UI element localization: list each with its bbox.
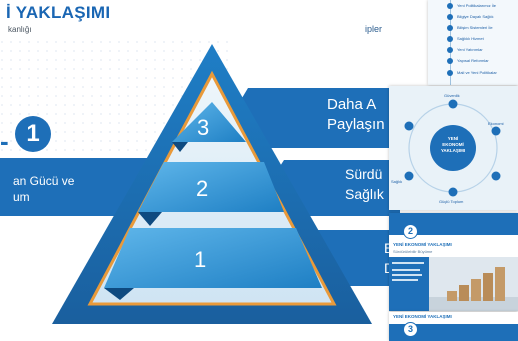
circle-center-line: YENİ	[447, 136, 459, 141]
thumbnail-circle-slide[interactable]: YENİ EKONOMİ YAKLAŞIMI Güvenlik Ekonomi …	[389, 86, 518, 210]
circle-label: Sağlık	[391, 179, 403, 184]
timeline-line	[450, 0, 451, 85]
slide3-number: 3	[403, 322, 418, 337]
circle-center-line: EKONOMİ	[442, 142, 464, 147]
slide2-text-line	[392, 262, 424, 264]
slide2-text-line	[392, 274, 422, 276]
list-item: Bilişim Sistemleri İle	[457, 25, 493, 30]
right-band-3-line-1: E	[384, 240, 393, 256]
slide2-title: YENİ EKONOMİ YAKLAŞIMI	[393, 242, 452, 247]
left-dash: -	[0, 126, 9, 156]
list-item: Bilgiye Dayalı Sağlık	[457, 14, 494, 19]
slide2-subtitle: Sürdürülebilir Büyüme	[393, 249, 433, 254]
thumbnail-slide-3[interactable]: YENİ EKONOMİ YAKLAŞIMI 3	[389, 312, 518, 341]
slide2-text-block	[389, 257, 429, 311]
list-dot	[447, 70, 453, 76]
pyramid-level-1-label: 1	[194, 247, 207, 272]
circle-label: Güçlü Toplum	[439, 199, 464, 204]
list-dot	[447, 3, 453, 9]
slide3-band	[389, 324, 518, 341]
list-item: Mali ve Yeni Politikalar	[457, 70, 497, 75]
list-dot	[447, 25, 453, 31]
right-band-2-line-1: Sürdü	[345, 166, 383, 182]
list-dot	[447, 14, 453, 20]
right-band-2-line-2: Sağlık	[345, 186, 384, 202]
thumbnail-slide-2[interactable]: 2 YENİ EKONOMİ YAKLAŞIMI Sürdürülebilir …	[389, 213, 518, 311]
step-number-circle: 1	[15, 116, 51, 152]
list-item: Yeni Politikalarımız İle	[457, 3, 496, 8]
slide-title: İ YAKLAŞIMI	[6, 3, 111, 22]
list-item: Yapısal Reformlar	[457, 58, 489, 63]
slide2-number: 2	[403, 224, 418, 239]
slide2-text-line	[392, 269, 420, 271]
circle-label: Güvenlik	[444, 93, 460, 98]
left-band-text-2: um	[13, 190, 30, 204]
circle-diagram	[404, 99, 501, 197]
circle-label: Ekonomi	[488, 121, 504, 126]
list-item: Yeni Yatırımlar	[457, 47, 483, 52]
left-band-text-1: an Gücü ve	[13, 174, 75, 188]
wooden-blocks-image	[429, 257, 518, 311]
right-band-1-line-2: Paylaşın	[327, 116, 385, 133]
slide3-title: YENİ EKONOMİ YAKLAŞIMI	[393, 314, 452, 319]
right-band-1-line-1: Daha A	[327, 96, 377, 113]
list-dot	[447, 58, 453, 64]
pyramid	[52, 44, 372, 324]
circle-center-label: YENİ EKONOMİ YAKLAŞIMI	[434, 136, 472, 154]
list-item: Sağlıklı Hizmet	[457, 36, 484, 41]
slide2-header-band	[389, 213, 518, 235]
pyramid-level-3-label: 3	[197, 115, 210, 140]
thumbnail-list-slide[interactable]: Yeni Politikalarımız İle Bilgiye Dayalı …	[428, 0, 518, 85]
slide-subtitle: kanlığı	[8, 25, 32, 34]
list-dot	[447, 36, 453, 42]
top-right-text: ipler	[365, 24, 383, 34]
circle-center-line: YAKLAŞIMI	[440, 148, 466, 153]
right-band-1	[230, 88, 400, 148]
pyramid-level-2-label: 2	[196, 176, 209, 201]
list-dot	[447, 47, 453, 53]
slide2-text-line	[392, 279, 418, 281]
